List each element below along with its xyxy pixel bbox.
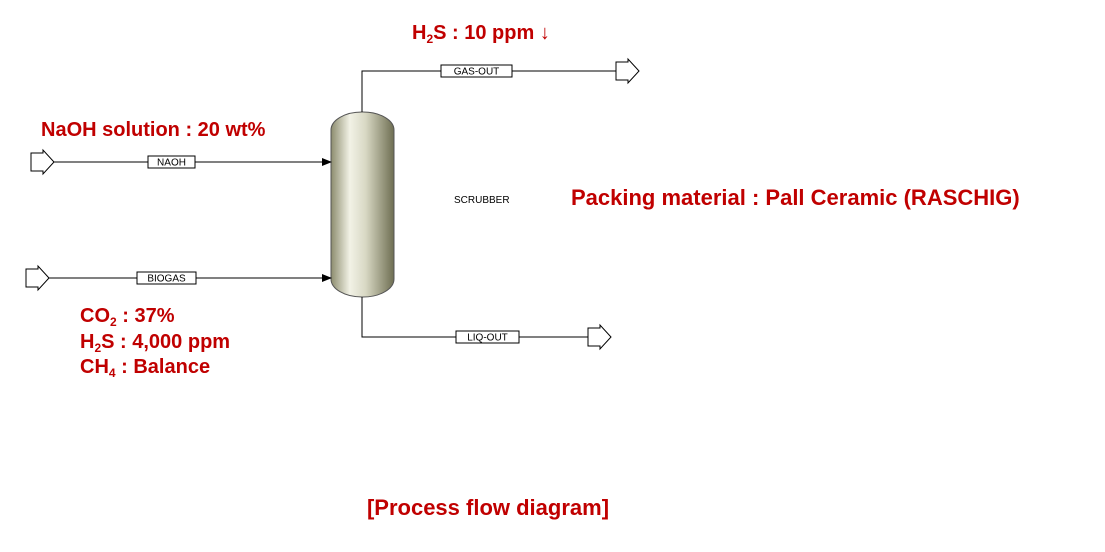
- diagram-title: [Process flow diagram]: [367, 495, 609, 520]
- h2s-inlet-composition: H2S : 4,000 ppm: [80, 331, 230, 355]
- h2s-outlet-annotation: H2S : 10 ppm ↓: [412, 22, 550, 46]
- arrowhead-icon: [322, 158, 332, 166]
- feed-arrow-icon: [25, 264, 50, 292]
- packing-material-annotation: Packing material : Pall Ceramic (RASCHIG…: [571, 185, 1020, 210]
- ch4-composition: CH4 : Balance: [80, 356, 210, 380]
- stream-tag-naoh: NAOH: [157, 158, 186, 169]
- stream-tag-gas-out: GAS-OUT: [454, 67, 500, 78]
- scrubber-column[interactable]: [330, 111, 395, 298]
- product-arrow-icon: [587, 323, 612, 351]
- co2-composition: CO2 : 37%: [80, 305, 175, 329]
- stream-liq-out[interactable]: LIQ-OUT: [361, 297, 612, 351]
- arrowhead-icon: [322, 274, 332, 282]
- product-arrow-icon: [615, 57, 640, 85]
- scrubber-label: SCRUBBER: [454, 195, 510, 206]
- naoh-solution-annotation: NaOH solution : 20 wt%: [41, 119, 266, 141]
- stream-tag-liq-out: LIQ-OUT: [467, 333, 508, 344]
- stream-tag-biogas: BIOGAS: [147, 274, 186, 285]
- stream-gas-out[interactable]: GAS-OUT: [361, 57, 640, 112]
- stream-naoh[interactable]: NAOH: [30, 148, 332, 176]
- feed-arrow-icon: [30, 148, 55, 176]
- stream-biogas[interactable]: BIOGAS: [25, 264, 332, 292]
